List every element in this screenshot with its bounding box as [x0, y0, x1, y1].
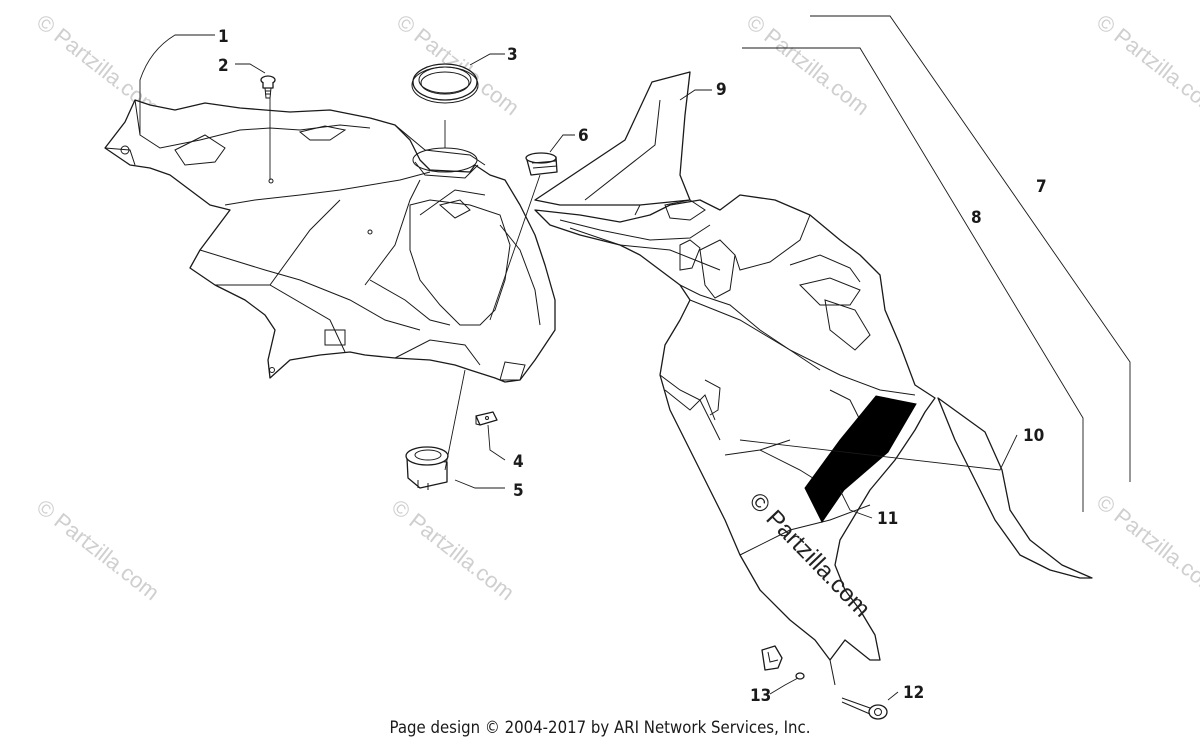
callout-9: 9: [716, 80, 727, 100]
part-9-fairing-insert: [534, 71, 691, 216]
callout-3: 3: [507, 45, 518, 65]
watermark: © Partzilla.com: [1092, 489, 1200, 600]
part-12-screw: [841, 697, 888, 720]
part-3-bezel-ring: [411, 63, 479, 104]
callout-11: 11: [877, 509, 898, 529]
part-2-screw: [260, 75, 276, 99]
part-6-cap: [525, 152, 558, 176]
part-4-clip: [475, 411, 498, 426]
part-1-console-panel: [104, 99, 556, 383]
footer-copyright: Page design © 2004-2017 by ARI Network S…: [389, 718, 811, 738]
watermark: © Partzilla.com: [742, 9, 874, 120]
callout-6: 6: [578, 126, 589, 146]
part-5-switch: [405, 446, 449, 490]
callout-labels: 1 2 3 4 5 6 7 8 9 10 11 12 13: [218, 27, 1047, 706]
callout-1: 1: [218, 27, 229, 47]
callout-7: 7: [1036, 177, 1047, 197]
part-10-decal: [937, 397, 1093, 579]
watermark-layer: © Partzilla.com © Partzilla.com © Partzi…: [32, 9, 1200, 605]
callout-10: 10: [1023, 426, 1044, 446]
callout-12: 12: [903, 683, 924, 703]
callout-2: 2: [218, 56, 229, 76]
callout-4: 4: [513, 452, 524, 472]
callout-5: 5: [513, 481, 524, 501]
part-13-nut: [761, 645, 805, 680]
watermark: © Partzilla.com: [387, 494, 519, 605]
callout-8: 8: [971, 208, 982, 228]
watermark: © Partzilla.com: [1092, 9, 1200, 120]
watermark: © Partzilla.com: [32, 494, 164, 605]
part-11-decal-stripe: [804, 395, 917, 523]
callout-13: 13: [750, 686, 771, 706]
leader-lines: [139, 15, 1131, 701]
part-7-side-panel: [534, 194, 936, 686]
watermark: © Partzilla.com: [392, 9, 524, 120]
